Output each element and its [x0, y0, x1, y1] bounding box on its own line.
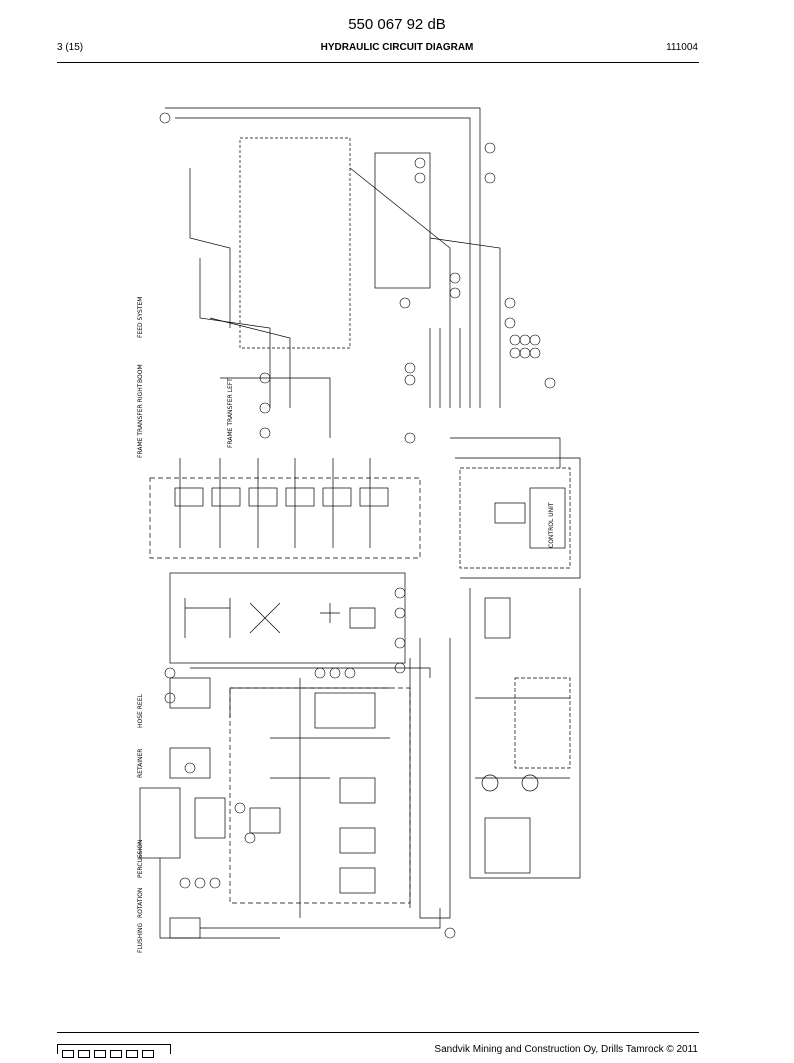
doc-number: 550 067 92 dB	[348, 16, 446, 33]
control-panel-upper	[374, 152, 431, 289]
joystick-panel	[169, 572, 406, 664]
label-frame-transfer-left: FRAME TRANSFER LEFT	[227, 378, 234, 448]
label-flushing: FLUSHING	[137, 923, 144, 953]
label-rotation: ROTATION	[137, 888, 144, 918]
label-feed-system: FEED SYSTEM	[137, 297, 144, 338]
label-percussion: PERCUSSION	[137, 840, 144, 878]
label-frame-transfer-right: FRAME TRANSFER RIGHT	[137, 383, 144, 458]
label-control-unit: CONTROL UNIT	[548, 502, 555, 548]
header-rule	[57, 62, 699, 63]
doc-date: 111004	[666, 42, 698, 53]
page-title: HYDRAULIC CIRCUIT DIAGRAM	[320, 42, 474, 53]
label-hose-reel: HOSE REEL	[137, 694, 144, 728]
page-number: 3 (15)	[57, 42, 84, 53]
lower-valve-block	[229, 687, 411, 904]
control-unit-box	[459, 467, 571, 569]
label-retainer: RETAINER	[137, 749, 144, 778]
valve-bank-main	[149, 477, 421, 559]
label-boom: BOOM	[137, 364, 144, 383]
valve-stack-upper	[239, 137, 351, 349]
hydraulic-circuit-diagram: FEED SYSTEM FRAME TRANSFER RIGHT FRAME T…	[137, 107, 581, 953]
footer-rule	[57, 1032, 699, 1033]
footer-copyright: Sandvik Mining and Construction Oy, Dril…	[434, 1044, 698, 1055]
